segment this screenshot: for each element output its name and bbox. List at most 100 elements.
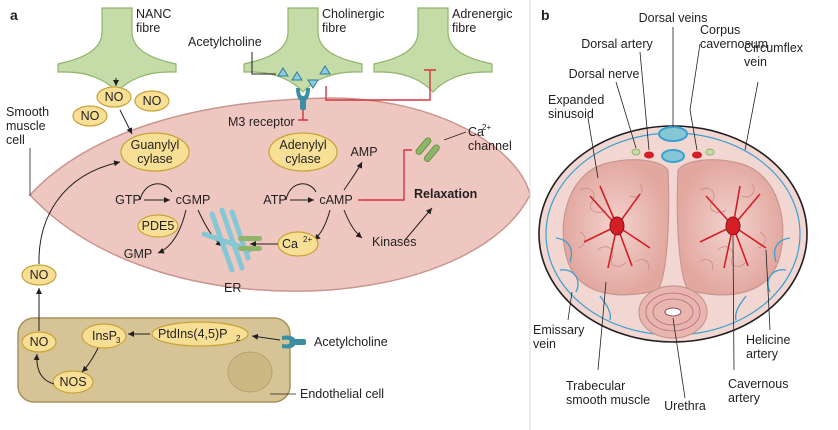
camp-to-amp-arrow bbox=[343, 161, 363, 191]
no-molecule bbox=[72, 105, 108, 127]
acetylcholine-receptor-icon bbox=[282, 335, 306, 349]
insp3-label: InsP bbox=[92, 329, 117, 343]
gmp-label: GMP bbox=[124, 247, 152, 261]
ptdins-molecule bbox=[151, 321, 249, 347]
adrenergic-fibre bbox=[373, 7, 493, 93]
no-molecule bbox=[21, 264, 57, 286]
panel-b-leader-lines bbox=[567, 27, 771, 399]
right-cavernous-artery-core bbox=[725, 216, 741, 236]
channel-label: channel bbox=[468, 139, 512, 153]
kinases-label: Kinases bbox=[372, 235, 416, 249]
channel-pointer bbox=[443, 131, 467, 141]
panel-a-letter: a bbox=[10, 7, 18, 23]
nos-to-no-arrow bbox=[33, 353, 55, 385]
urethra bbox=[664, 307, 682, 317]
no-molecule bbox=[21, 331, 57, 353]
dorsal-artery-label: Dorsal artery bbox=[581, 37, 653, 51]
relaxation-label: Relaxation bbox=[414, 187, 477, 201]
guanylyl-cylase bbox=[120, 132, 190, 172]
dorsal-veins-label: Dorsal veins bbox=[639, 11, 708, 25]
camp-to-kinases-arrow bbox=[343, 209, 363, 239]
endothelial-label: Endothelial cell bbox=[300, 387, 384, 401]
acetylcholine-label: Acetylcholine bbox=[188, 35, 262, 49]
m3-inhibit-line bbox=[298, 110, 308, 121]
m3-receptor-label: M3 receptor bbox=[228, 115, 295, 129]
acetylcholine-molecules bbox=[277, 65, 331, 89]
ptdins-label: PtdIns(4,5)P bbox=[158, 327, 227, 341]
dorsal-nerve-left bbox=[631, 148, 641, 156]
no-label: NO bbox=[30, 268, 49, 282]
no-label: NO bbox=[81, 109, 100, 123]
guanylyl-catalysis-arrow bbox=[139, 183, 173, 201]
left-cavernous-artery bbox=[583, 185, 651, 269]
adrenergic-inhibition bbox=[325, 69, 436, 101]
nos-molecule bbox=[52, 370, 94, 394]
adenylyl-catalysis-arrow bbox=[285, 183, 317, 201]
insp3-molecule bbox=[81, 323, 127, 349]
panel-b: b bbox=[533, 7, 808, 413]
endothelial-nucleus bbox=[227, 351, 273, 393]
no-label: NO bbox=[30, 335, 49, 349]
dorsal-nerve-label: Dorsal nerve bbox=[569, 67, 640, 81]
dorsal-artery-right bbox=[692, 151, 702, 159]
no-molecule bbox=[134, 90, 170, 112]
no-to-guanylyl-curve bbox=[38, 160, 121, 265]
calcium-label: Ca bbox=[282, 237, 298, 251]
emissary-veins bbox=[555, 237, 791, 321]
acetylcholine-pointer bbox=[251, 52, 276, 75]
insp3-subscript: 3 bbox=[116, 336, 121, 345]
nos-label: NOS bbox=[59, 375, 86, 389]
no-molecule bbox=[96, 86, 132, 108]
atp-label: ATP bbox=[263, 193, 286, 207]
dorsal-artery-left bbox=[644, 151, 654, 159]
camp-inhibition bbox=[358, 149, 412, 201]
calcium-channel-superscript: 2+ bbox=[482, 123, 491, 132]
pde5 bbox=[137, 214, 179, 238]
er-calcium-channel-icon bbox=[238, 236, 262, 251]
er-label: ER bbox=[224, 281, 241, 295]
adenylyl-cylase bbox=[268, 132, 338, 172]
cgmp-to-gmp-arrow bbox=[157, 209, 187, 254]
superficial-dorsal-vein bbox=[661, 149, 685, 163]
calcium-channel-icon bbox=[415, 137, 440, 162]
spongiosum-texture bbox=[645, 292, 701, 332]
deep-dorsal-vein bbox=[658, 126, 688, 142]
pde5-label: PDE5 bbox=[142, 219, 175, 233]
left-cavernous-artery-core bbox=[609, 216, 625, 236]
calcium-superscript: 2+ bbox=[303, 235, 312, 244]
no-to-guanylyl-arrow bbox=[119, 109, 133, 135]
cgmp-label: cGMP bbox=[176, 193, 211, 207]
camp-label: cAMP bbox=[319, 193, 352, 207]
m3-receptor-icon bbox=[296, 88, 310, 110]
urethra-label: Urethra bbox=[664, 399, 706, 413]
panel-b-letter: b bbox=[541, 7, 550, 23]
cgmp-to-er-arrow bbox=[197, 209, 223, 247]
no-label: NO bbox=[143, 94, 162, 108]
right-cavernous-artery bbox=[699, 185, 767, 269]
no-label: NO bbox=[105, 90, 124, 104]
amp-label: AMP bbox=[350, 145, 377, 159]
acetylcholine-endo-label: Acetylcholine bbox=[314, 335, 388, 349]
insp3-to-nos-arrow bbox=[81, 347, 99, 373]
ptdins-subscript: 2 bbox=[236, 334, 241, 343]
dorsal-nerve-right bbox=[705, 148, 715, 156]
kinases-to-relaxation-arrow bbox=[404, 207, 433, 241]
cholinergic-fibre bbox=[243, 7, 363, 93]
calcium-channel-label: Ca bbox=[468, 125, 484, 139]
receptor-to-ptdins-arrow bbox=[251, 333, 281, 341]
gtp-label: GTP bbox=[115, 193, 141, 207]
